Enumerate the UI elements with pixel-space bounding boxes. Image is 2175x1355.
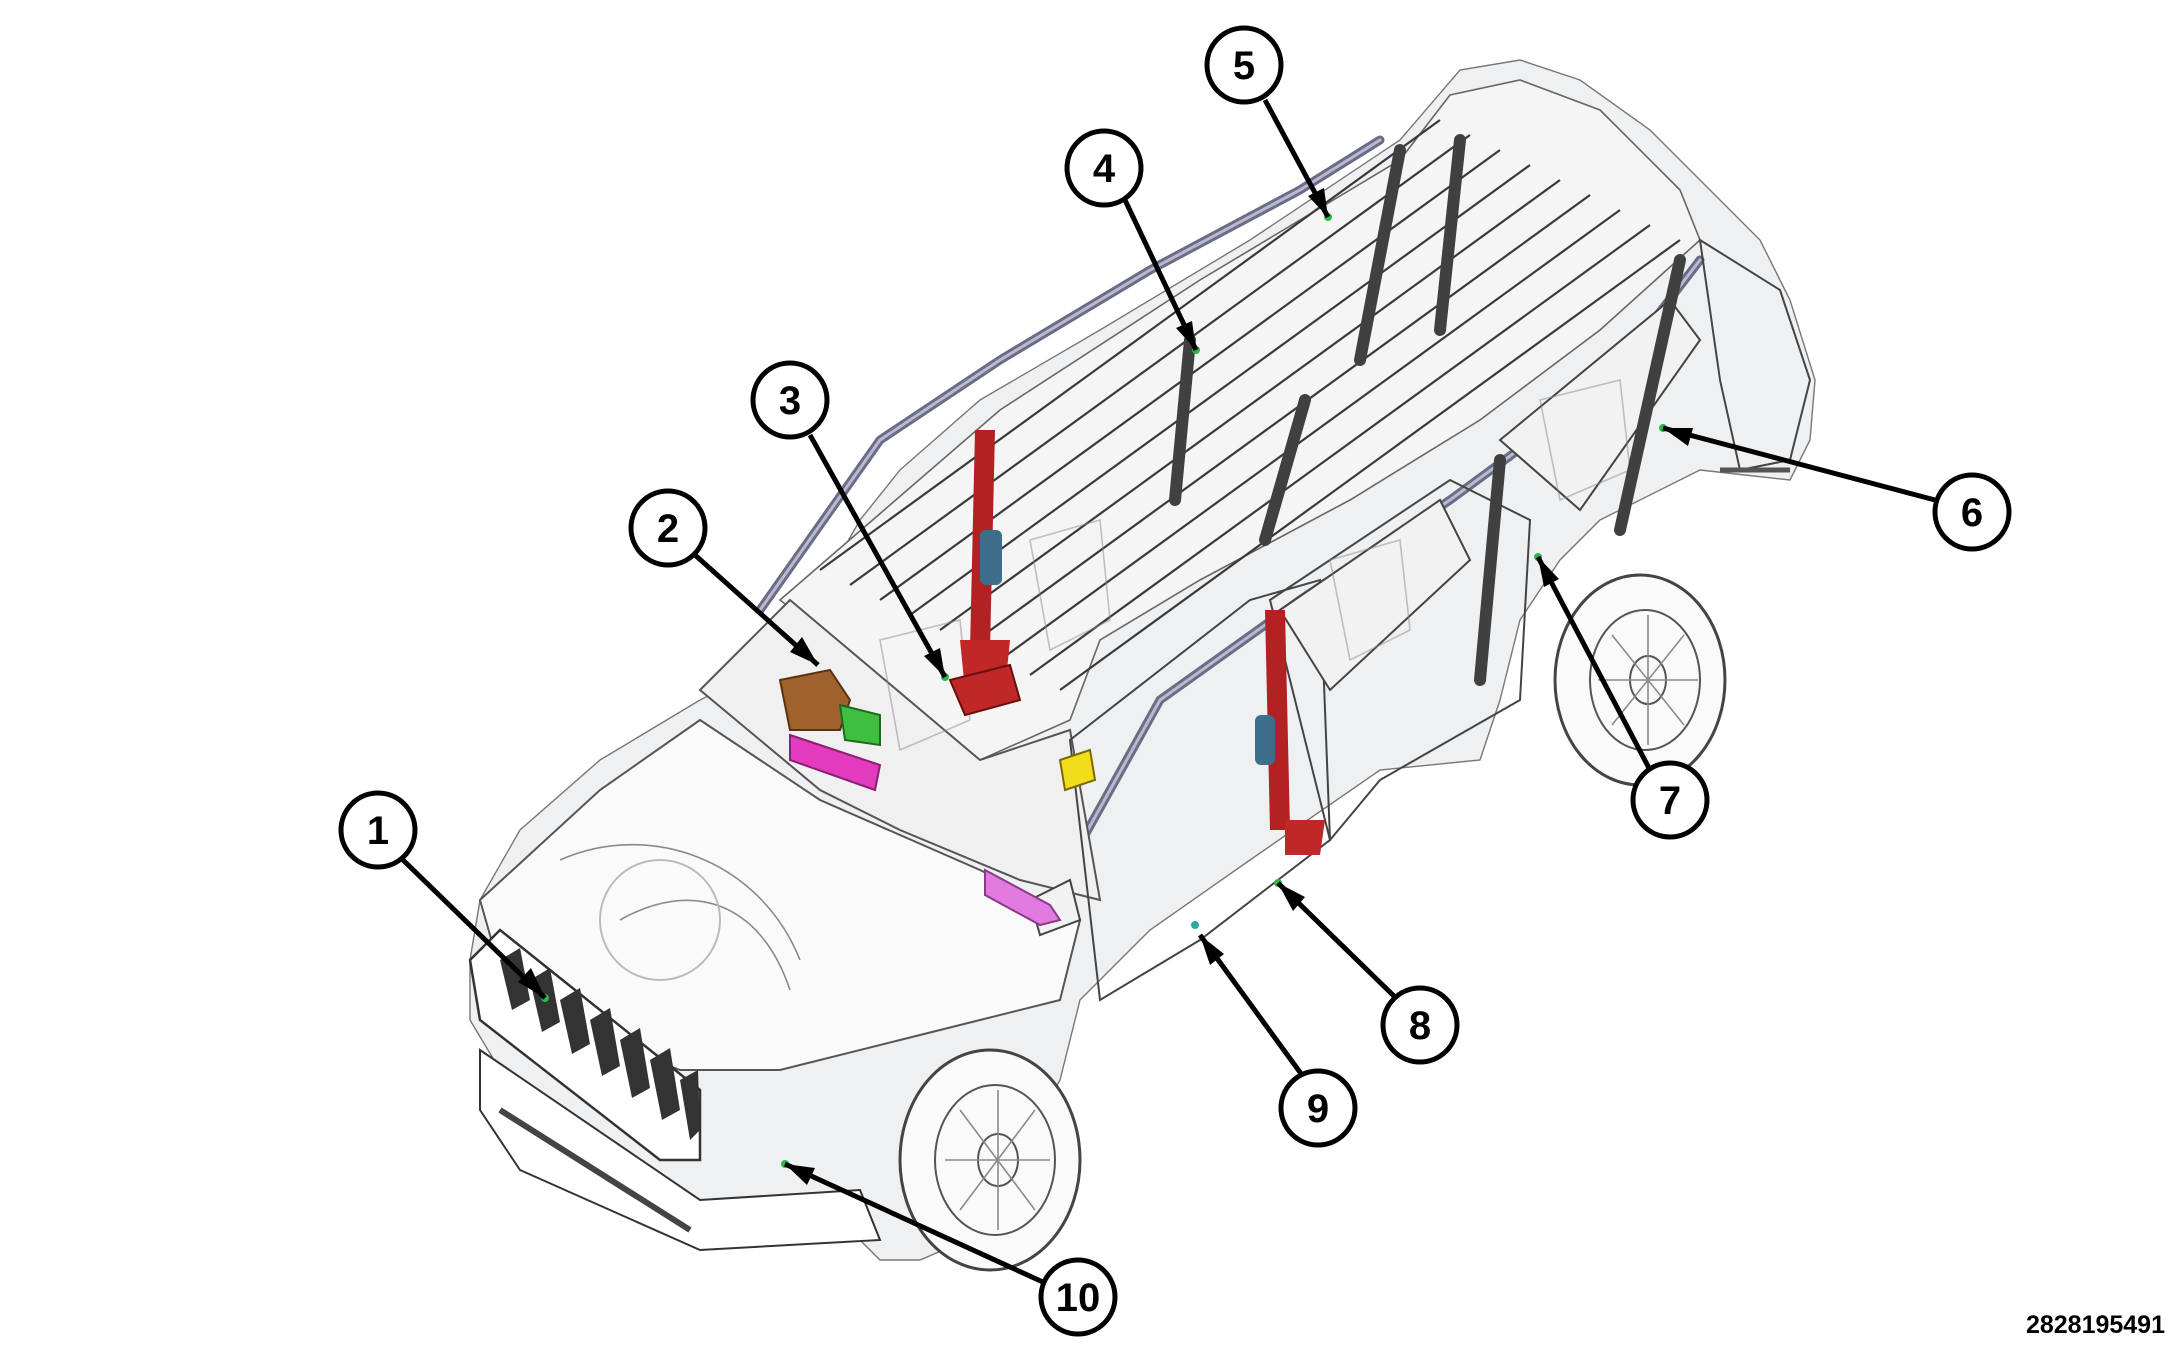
rear-quarter-window (1498, 298, 1702, 512)
module-red (948, 663, 1022, 717)
seat-belts (1169, 134, 1686, 686)
front-red-belt-left (960, 430, 1010, 690)
front-wheel (898, 1048, 1082, 1272)
front-red-belt-right (1255, 610, 1325, 855)
callout-label-4: 4 (1093, 147, 1116, 191)
callout-label-7: 7 (1659, 779, 1681, 823)
left-airbag-module (980, 530, 1002, 585)
callout-8: 8 (1276, 881, 1460, 1065)
right-airbag-module (1255, 715, 1275, 765)
callout-label-8: 8 (1409, 1004, 1431, 1048)
module-yellow (1058, 748, 1097, 792)
roof-slats (819, 119, 1681, 691)
module-magenta (789, 733, 882, 792)
callouts: 1 2 3 4 5 (338, 25, 2012, 1337)
callout-label-3: 3 (779, 379, 801, 423)
callout-label-6: 6 (1961, 491, 1983, 535)
rear-door-window (1278, 498, 1472, 692)
callout-2: 2 (628, 488, 820, 667)
callout-label-2: 2 (657, 507, 679, 551)
callout-label-9: 9 (1307, 1087, 1329, 1131)
callout-9: 9 (1197, 933, 1358, 1148)
callout-label-1: 1 (367, 809, 389, 853)
callout-5: 5 (1204, 25, 1331, 219)
rear-door (1268, 478, 1532, 843)
callout-3: 3 (750, 360, 948, 679)
callout-7: 7 (1535, 555, 1710, 840)
callout-6: 6 (1662, 425, 2012, 552)
callout-label-10: 10 (1056, 1276, 1101, 1320)
callout-10: 10 (783, 1161, 1118, 1337)
callout-4: 4 (1064, 128, 1199, 352)
figure-id-label: 2828195491 (2025, 1311, 2165, 1339)
module-pink (984, 868, 1062, 927)
callout-1: 1 (338, 790, 547, 1000)
callout-label-5: 5 (1233, 44, 1255, 88)
front-bumper (479, 1048, 882, 1252)
module-green (838, 703, 881, 747)
rear-wheel (1553, 573, 1727, 787)
control-modules (778, 663, 1097, 927)
